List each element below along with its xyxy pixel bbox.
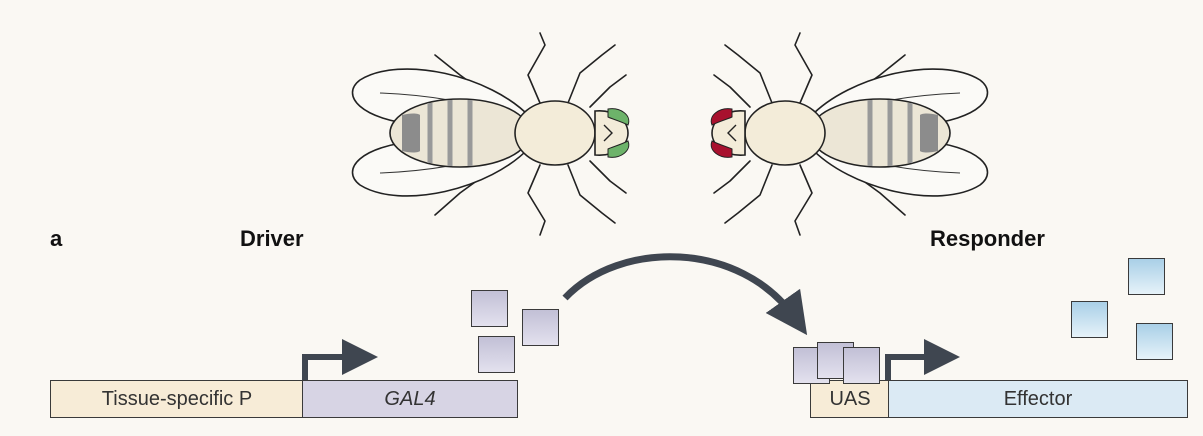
gal4-protein bbox=[522, 309, 559, 346]
effector-label: Effector bbox=[1004, 388, 1073, 411]
uas-element: UAS bbox=[810, 380, 890, 418]
gal4-gene-label: GAL4 bbox=[384, 388, 435, 411]
tissue-specific-promoter: Tissue-specific P bbox=[50, 380, 304, 418]
tissue-specific-promoter-label: Tissue-specific P bbox=[102, 388, 252, 411]
effector-protein bbox=[1136, 323, 1173, 360]
effector-protein bbox=[1128, 258, 1165, 295]
gal4-gene: GAL4 bbox=[302, 380, 518, 418]
driver-transcription-start-icon bbox=[305, 357, 360, 380]
effector-gene: Effector bbox=[888, 380, 1188, 418]
effector-protein bbox=[1071, 301, 1108, 338]
gal4-protein bbox=[471, 290, 508, 327]
uas-label: UAS bbox=[829, 388, 870, 411]
gal4-protein bbox=[478, 336, 515, 373]
cross-curved-arrow-icon bbox=[565, 257, 795, 318]
bound-gal4-protein bbox=[843, 347, 880, 384]
responder-transcription-start-icon bbox=[888, 357, 942, 380]
